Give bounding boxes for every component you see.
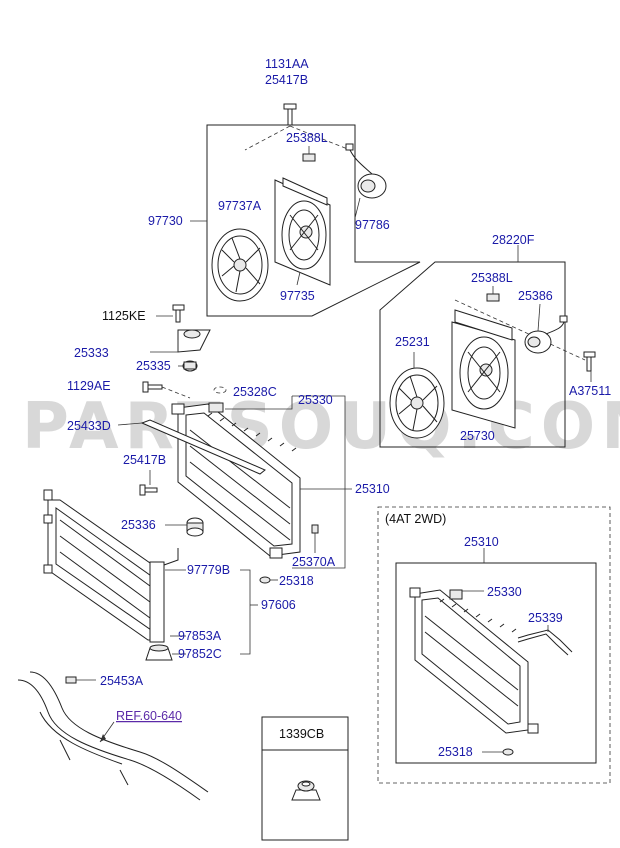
label-25330: 25330: [298, 393, 333, 407]
label-1339CB: 1339CB: [279, 727, 324, 741]
label-25335: 25335: [136, 359, 171, 373]
condenser-97606: [43, 489, 179, 643]
label-97606: 97606: [261, 598, 296, 612]
label-25417B-mid: 25417B: [123, 453, 166, 467]
radiator-cap-25330-variant: [449, 589, 463, 600]
washer-25318-variant: [502, 748, 514, 756]
label-25386: 25386: [518, 289, 553, 303]
radiator-25310-variant: [409, 587, 539, 734]
part-box-1339CB: [261, 716, 349, 841]
label-25730: 25730: [460, 429, 495, 443]
label-25330-variant: 25330: [487, 585, 522, 599]
label-25370A: 25370A: [292, 555, 336, 569]
o-ring-25328C: [213, 386, 227, 394]
label-97737A: 97737A: [218, 199, 262, 213]
label-97735: 97735: [280, 289, 315, 303]
hose-25339: [517, 629, 573, 656]
pad-25388L: [302, 153, 316, 162]
label-1125KE: 1125KE: [102, 309, 146, 323]
label-25388L-a: 25388L: [286, 131, 328, 145]
clip-25370A: [311, 524, 319, 534]
radiator-cap-25330: [208, 402, 224, 413]
label-25339-variant: 25339: [528, 611, 563, 625]
label-25417B-top: 25417B: [265, 73, 308, 87]
label-variant-4AT-2WD: (4AT 2WD): [385, 512, 446, 526]
fan-motor-25386: [524, 315, 568, 354]
label-1131AA: 1131AA: [265, 57, 309, 71]
label-25318: 25318: [279, 574, 314, 588]
label-25310-variant: 25310: [464, 535, 499, 549]
cap-97852C: [145, 644, 173, 661]
label-25318-variant: 25318: [438, 745, 473, 759]
label-25388L-b: 25388L: [471, 271, 513, 285]
label-25453A: 25453A: [100, 674, 144, 688]
mount-25336: [186, 517, 204, 537]
washer-25318: [259, 576, 271, 584]
label-97730: 97730: [148, 214, 183, 228]
bracket-25333: [177, 329, 211, 353]
label-28220F: 28220F: [492, 233, 535, 247]
label-25328C: 25328C: [233, 385, 277, 399]
label-25336: 25336: [121, 518, 156, 532]
label-25433D: 25433D: [67, 419, 111, 433]
fan-shroud-97735: [274, 177, 331, 286]
label-25231: 25231: [395, 335, 430, 349]
bolt-A37511: [583, 351, 596, 372]
fan-motor-97786: [345, 143, 387, 199]
label-25310: 25310: [355, 482, 390, 496]
label-97853A: 97853A: [178, 629, 222, 643]
air-guard-25433D: [140, 419, 266, 475]
label-97786: 97786: [355, 218, 390, 232]
bolt-1129AE: [142, 381, 163, 393]
radiator-25310: [171, 403, 301, 559]
watermark: PARTSOUQ.COM: [22, 390, 620, 464]
label-25333: 25333: [74, 346, 109, 360]
fan-blade-97737A: [211, 228, 269, 302]
fan-blade-25231: [389, 367, 445, 439]
nut-1339CB: [291, 780, 321, 801]
label-1129AE: 1129AE: [67, 379, 111, 393]
ref-link-60-640[interactable]: REF.60-640: [116, 709, 182, 723]
label-A37511: A37511: [569, 384, 611, 398]
label-97779B: 97779B: [187, 563, 230, 577]
label-97852C: 97852C: [178, 647, 222, 661]
bolt-1131AA: [283, 103, 297, 126]
clip-25453A: [65, 676, 77, 684]
fan-shroud-25730: [451, 309, 516, 429]
bumper-reference-part: [17, 671, 209, 801]
fan-shroud-assembly-28220F: [379, 245, 596, 448]
fan-shroud-assembly-97730: [190, 103, 421, 317]
pad-25388L-b: [486, 293, 500, 302]
bolt-1125KE: [172, 304, 185, 323]
bolt-25417B: [139, 484, 158, 496]
variant-box-4AT-2WD: [377, 506, 611, 784]
bushing-25335: [182, 360, 198, 372]
